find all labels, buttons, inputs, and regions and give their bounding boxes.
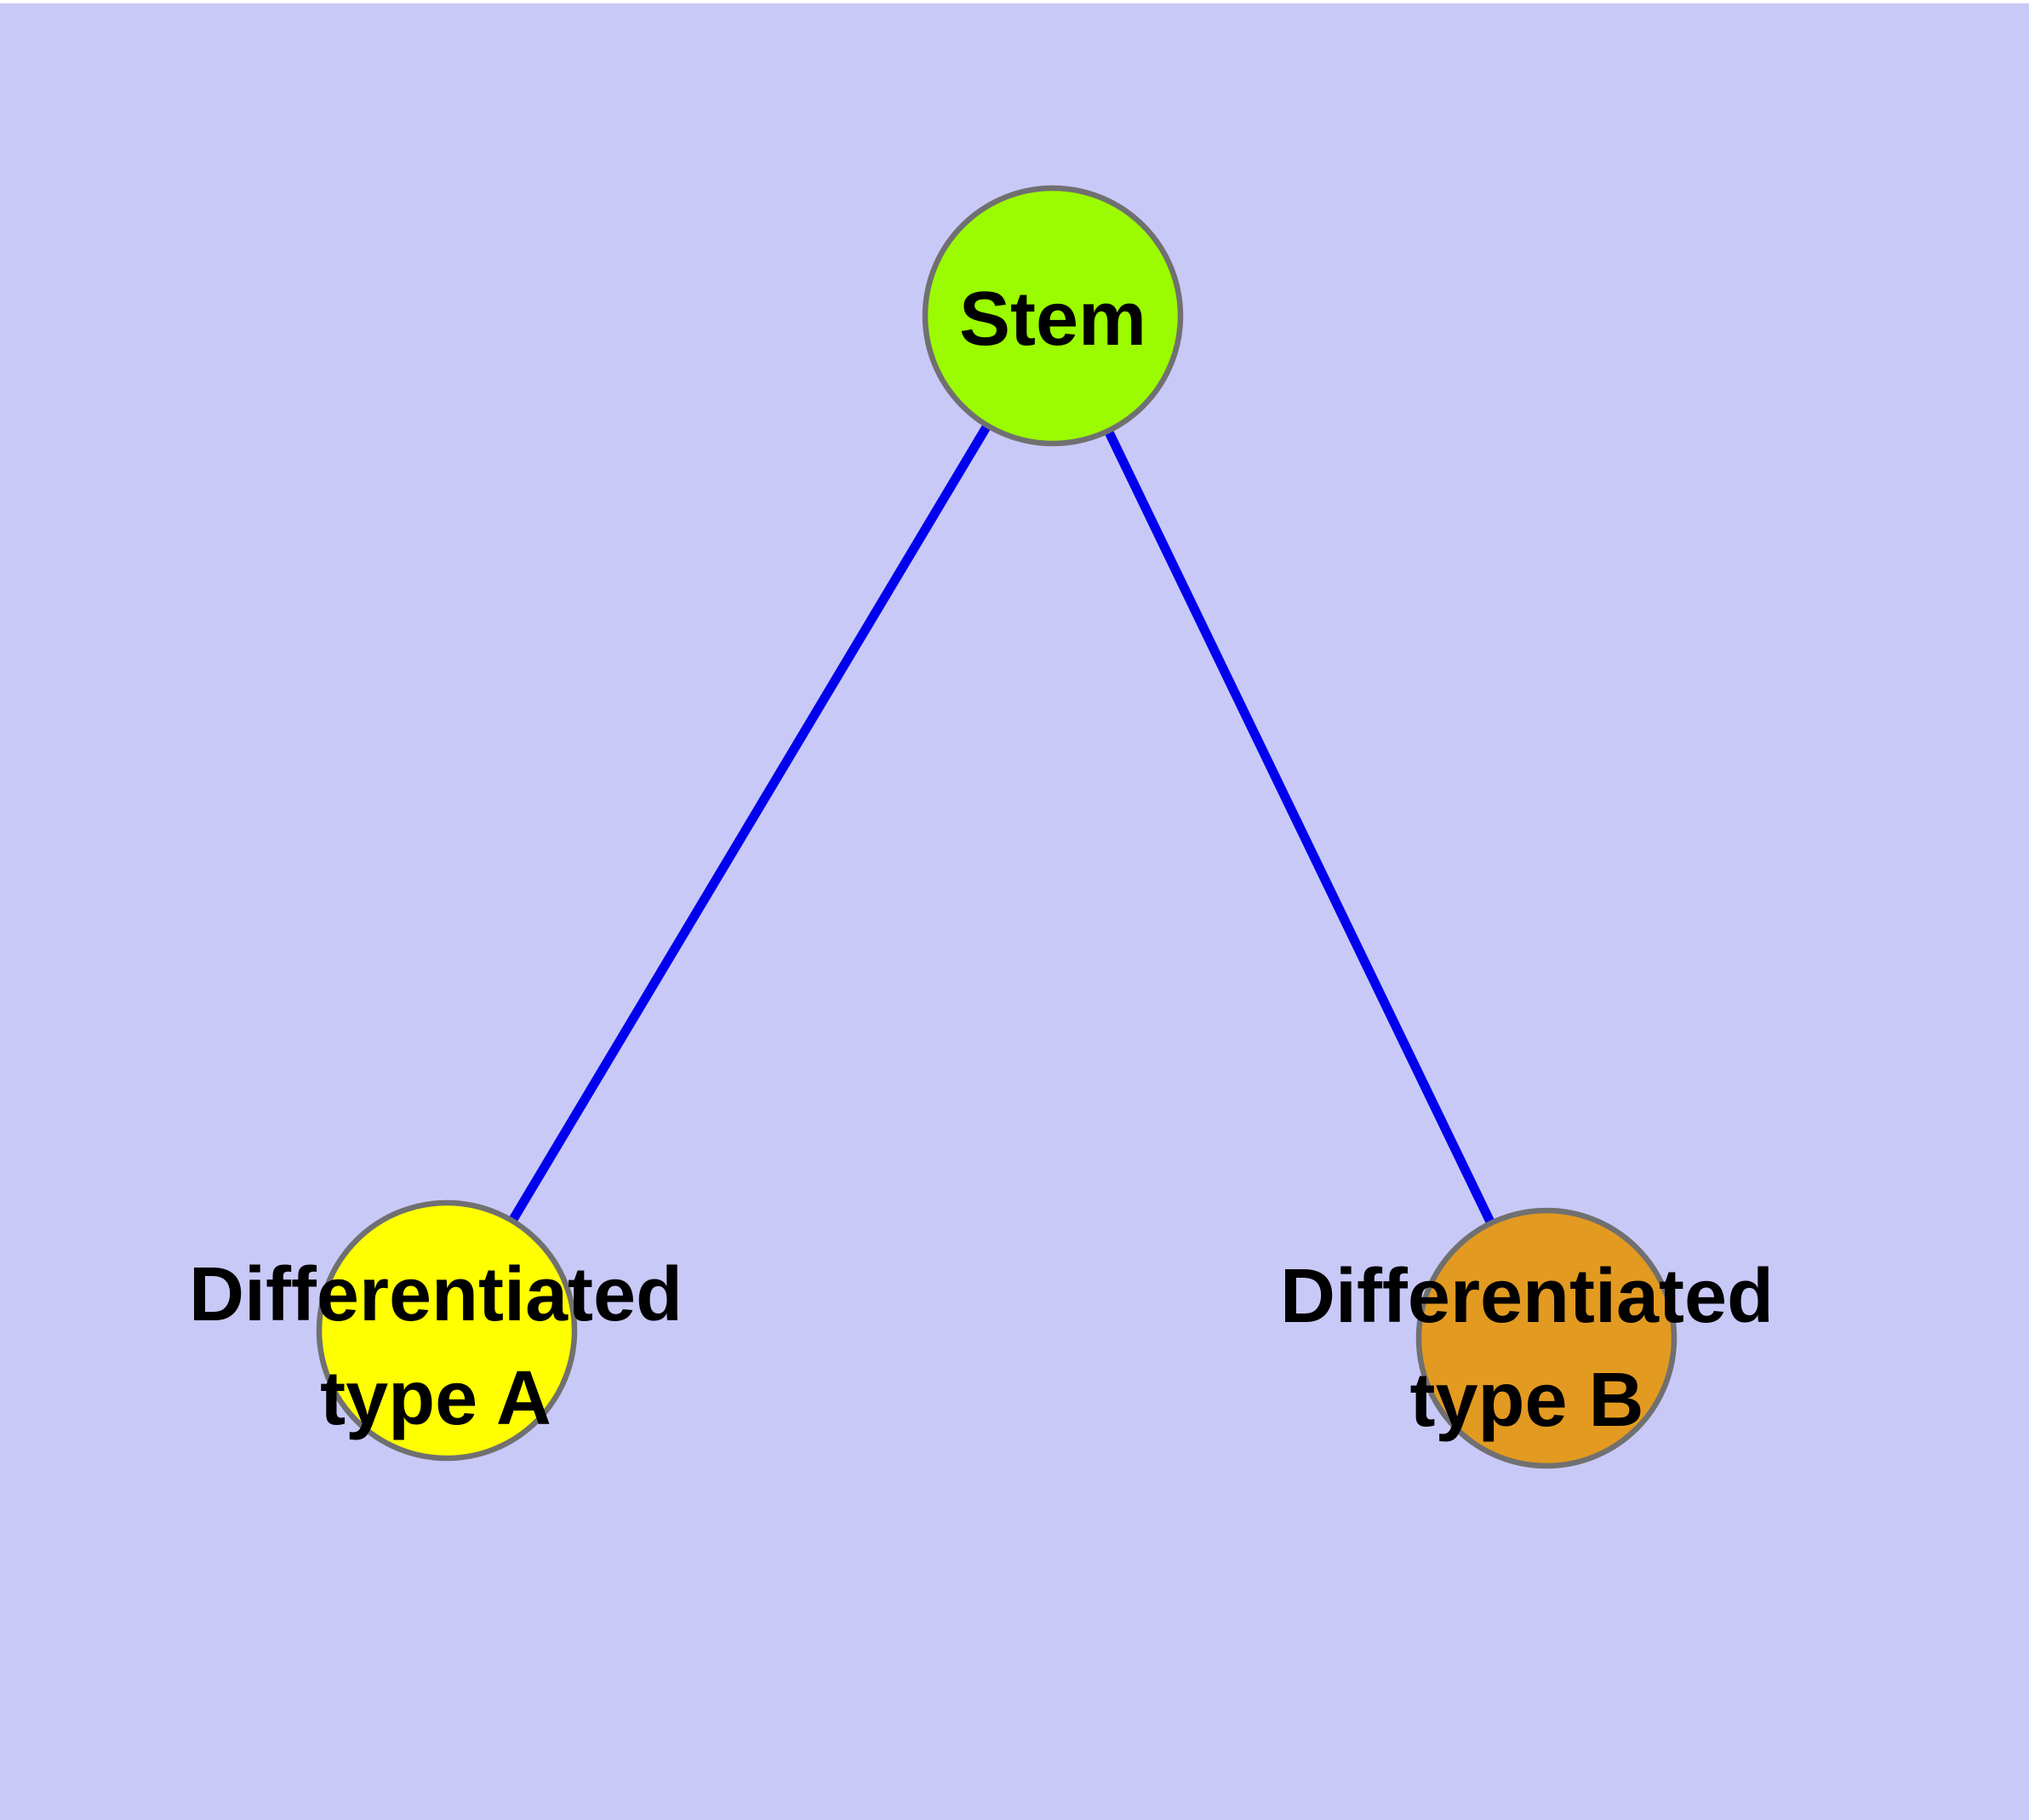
node-type-b-circle (1415, 1207, 1677, 1469)
node-type-a-circle (316, 1199, 578, 1462)
edge-stem-to-type-a (443, 313, 1057, 1333)
node-type-b-label-line2: type B (1409, 1358, 1643, 1443)
node-type-a-label-line1: Differentiated (189, 1252, 683, 1337)
node-stem-circle (922, 185, 1184, 447)
node-type-a-label-line2: type A (320, 1356, 552, 1441)
edge-stem-to-type-b (1049, 313, 1551, 1341)
node-stem-label: Stem (959, 277, 1146, 362)
node-type-b-label-line1: Differentiated (1280, 1254, 1774, 1339)
